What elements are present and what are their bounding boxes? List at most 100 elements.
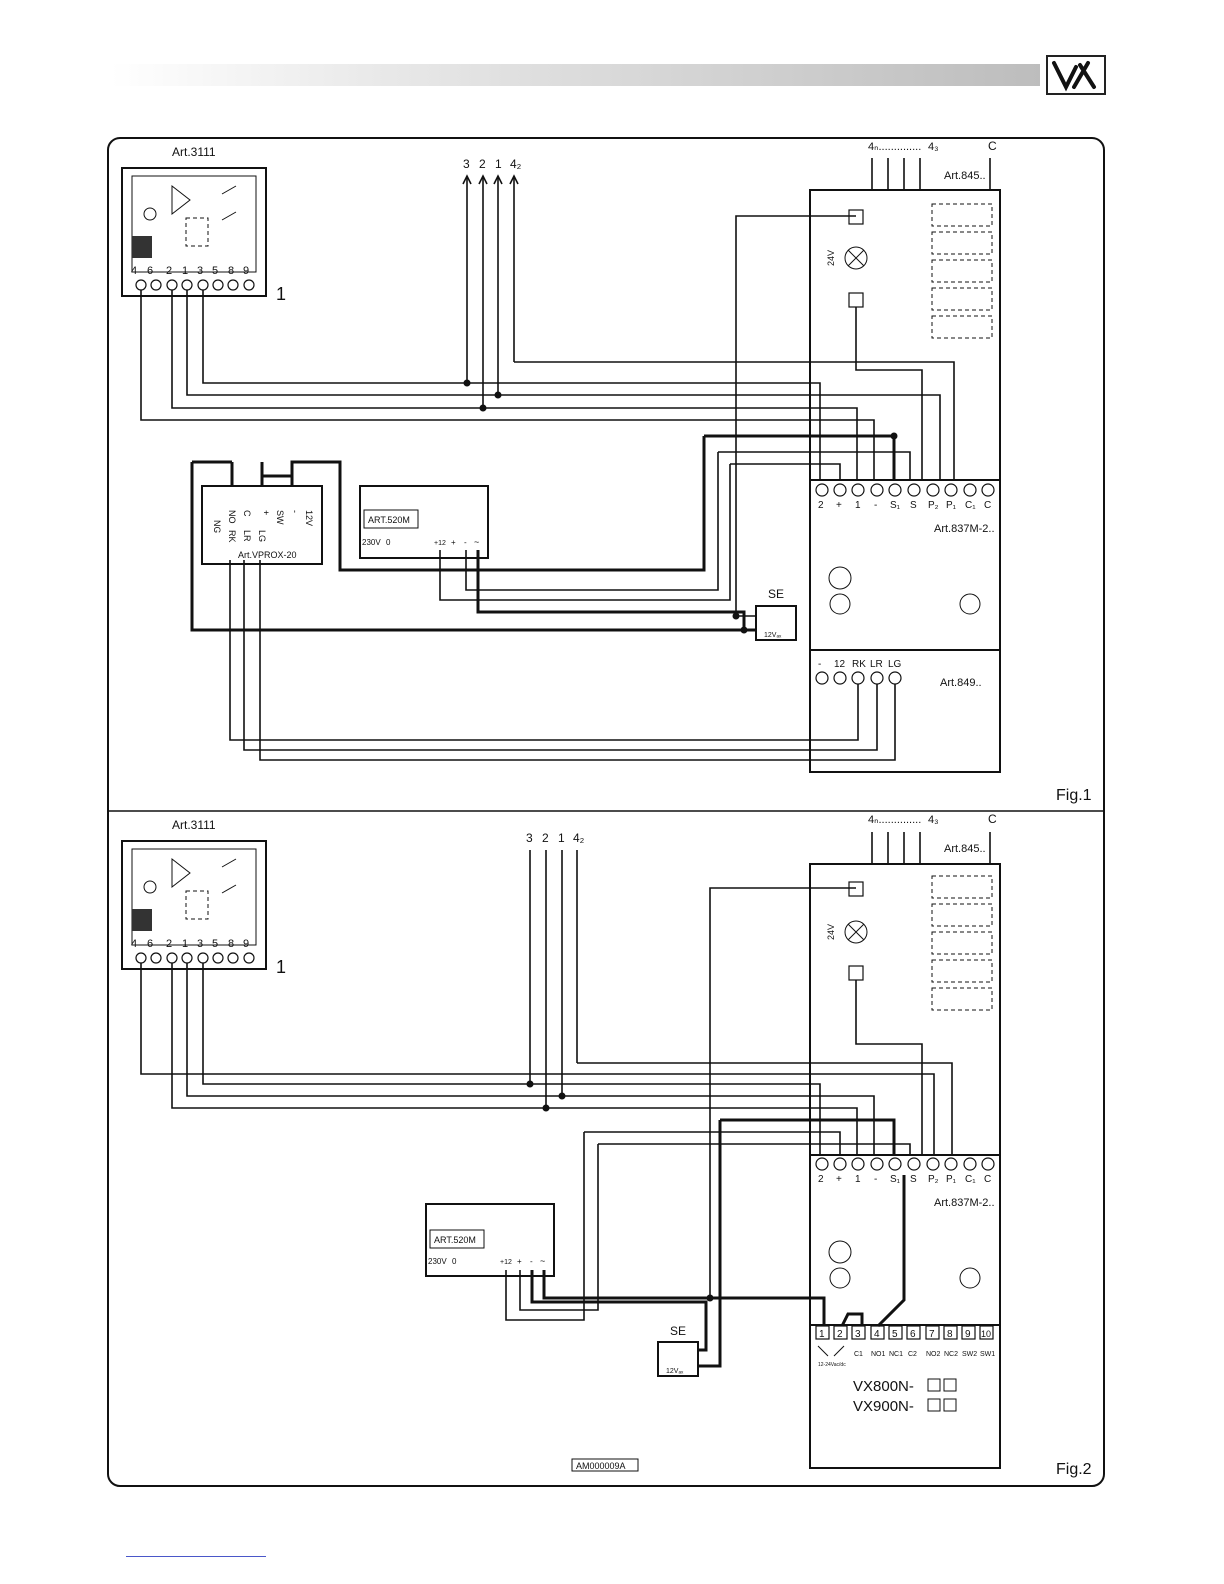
fig2-lamp-terminal-top	[848, 881, 864, 897]
wire	[855, 307, 923, 480]
fig2-relay-icon	[185, 890, 209, 920]
terminal-label: NC	[212, 520, 222, 533]
vx-terminal-number: 5	[892, 1329, 898, 1340]
vx-terminal-label: NC1	[889, 1351, 903, 1358]
vx-logo	[1046, 55, 1106, 95]
screw-terminal	[227, 279, 239, 291]
pushbutton	[931, 987, 993, 1011]
fig2-psu-term-0: 0	[452, 1257, 457, 1266]
pushbutton	[931, 931, 993, 955]
wire	[202, 290, 821, 480]
wire	[243, 560, 878, 751]
vx-terminal	[833, 1325, 848, 1340]
screw-terminal	[150, 279, 162, 291]
figure-1: Art.3111 1 4 6 2 1 3 5 8 9	[121, 139, 1092, 804]
fig2-panel-number: 1	[276, 957, 286, 977]
wire	[171, 963, 858, 1155]
screw-terminal	[888, 671, 902, 685]
fig1-figure-label: Fig.1	[1056, 787, 1092, 804]
screw-terminal	[243, 279, 255, 291]
fig2-bus-labels: 3 2 1 4₂	[526, 831, 585, 845]
terminal-label: 1	[182, 938, 188, 950]
figure-2: Art.3111 1 4 6 2 1 3 5 8 9	[121, 812, 1092, 1478]
terminal-label: 5	[212, 265, 218, 277]
fig1-psu-label-box	[363, 509, 419, 529]
pushbutton	[931, 903, 993, 927]
fig2-psu-module	[425, 1203, 555, 1277]
terminal-label: 8	[228, 938, 234, 950]
fig2-panel-terminal-labels: 4 6 2 1 3 5 8 9	[131, 938, 249, 950]
fig2-se-label: SE	[670, 1324, 686, 1338]
fig2-bus-wires	[529, 850, 578, 1108]
vx-terminal-number: 10	[981, 1329, 991, 1339]
screw-terminal	[870, 1157, 884, 1171]
terminal-label: RK	[227, 530, 237, 543]
wire-bold	[840, 1175, 906, 1328]
fig2-switch-icon	[221, 858, 237, 894]
wire	[465, 451, 911, 591]
screw-terminal	[815, 483, 829, 497]
fig1-art849-module	[809, 649, 1001, 773]
screw-terminal	[963, 483, 977, 497]
fig2-vx-module	[809, 1324, 1001, 1469]
fig1-se-label: SE	[768, 587, 784, 601]
screw-terminal	[212, 279, 224, 291]
screw-terminal	[926, 483, 940, 497]
screw-terminal	[888, 1157, 902, 1171]
fig1-microphone-icon	[829, 593, 851, 615]
vx-terminal-label: SW1	[980, 1351, 995, 1358]
fig1-art837-module	[809, 479, 1001, 651]
fig2-connector-icon	[132, 909, 152, 931]
fig2-vx-terminals	[815, 1325, 994, 1340]
fig1-speaker-icon	[143, 207, 157, 221]
vx-terminal	[851, 1325, 866, 1340]
screw-terminal	[981, 483, 995, 497]
fig2-speaker-knob-icon	[959, 1267, 981, 1289]
fig2-art837-terminals	[815, 1157, 995, 1171]
fig2-junction-dots	[526, 1080, 714, 1302]
fig2-art845-module	[809, 863, 1001, 1156]
wire	[439, 463, 841, 601]
fig1-art849-terminals	[815, 671, 902, 685]
terminal-label: P₂	[928, 1174, 939, 1185]
vx-logo-icon	[1052, 61, 1096, 92]
fig2-lamp-icon	[844, 920, 868, 944]
vx-terminal-label: NO2	[926, 1351, 941, 1358]
fig2-top-label-4n: 4ₙ..............	[868, 814, 921, 826]
terminal-label: 5	[212, 938, 218, 950]
screw-terminal	[135, 279, 147, 291]
fig1-bus-wires	[466, 176, 515, 408]
fig1-top-label-4n: 4ₙ..............	[868, 141, 921, 153]
fig2-se-voltage: 12Vₐₓ	[666, 1368, 684, 1375]
pushbutton	[931, 315, 993, 339]
terminal-label: -	[874, 1174, 877, 1185]
fig2-top-label-c: C	[988, 812, 997, 826]
pushbutton	[931, 231, 993, 255]
junction-dot	[732, 612, 740, 620]
wire	[140, 290, 875, 480]
fig1-psu-term-plus12: +12	[434, 540, 446, 547]
terminal-label: C	[984, 500, 991, 511]
wire	[577, 1062, 953, 1155]
terminal-label: LR	[870, 659, 883, 670]
terminal-label: 9	[243, 938, 249, 950]
wire	[140, 963, 935, 1155]
fig2-psu-label: ART.520M	[434, 1235, 476, 1245]
fig2-pushbuttons	[931, 875, 993, 1011]
screw-terminal	[197, 279, 209, 291]
fig1-electric-lock	[755, 605, 797, 641]
fig2-psu-term-plus: +	[517, 1257, 522, 1266]
fig1-connector-icon	[132, 236, 152, 258]
fig1-vprox-label: Art.VPROX-20	[238, 550, 297, 560]
fig1-psu-term-minus: -	[464, 538, 467, 547]
fig2-psu-label-box	[429, 1229, 485, 1249]
fig2-panel-terminals	[135, 952, 255, 964]
terminal-label: +	[836, 500, 842, 511]
pushbutton	[931, 287, 993, 311]
screw-terminal	[870, 483, 884, 497]
fig1-art845-module	[809, 189, 1001, 481]
terminal-label: 1	[855, 1174, 861, 1185]
screw-terminal	[851, 483, 865, 497]
fig2-art837-terminal-labels: 2 + 1 - S₁ S P₂ P₁ C₁ C	[818, 1174, 991, 1185]
terminal-label: 4	[131, 938, 137, 950]
